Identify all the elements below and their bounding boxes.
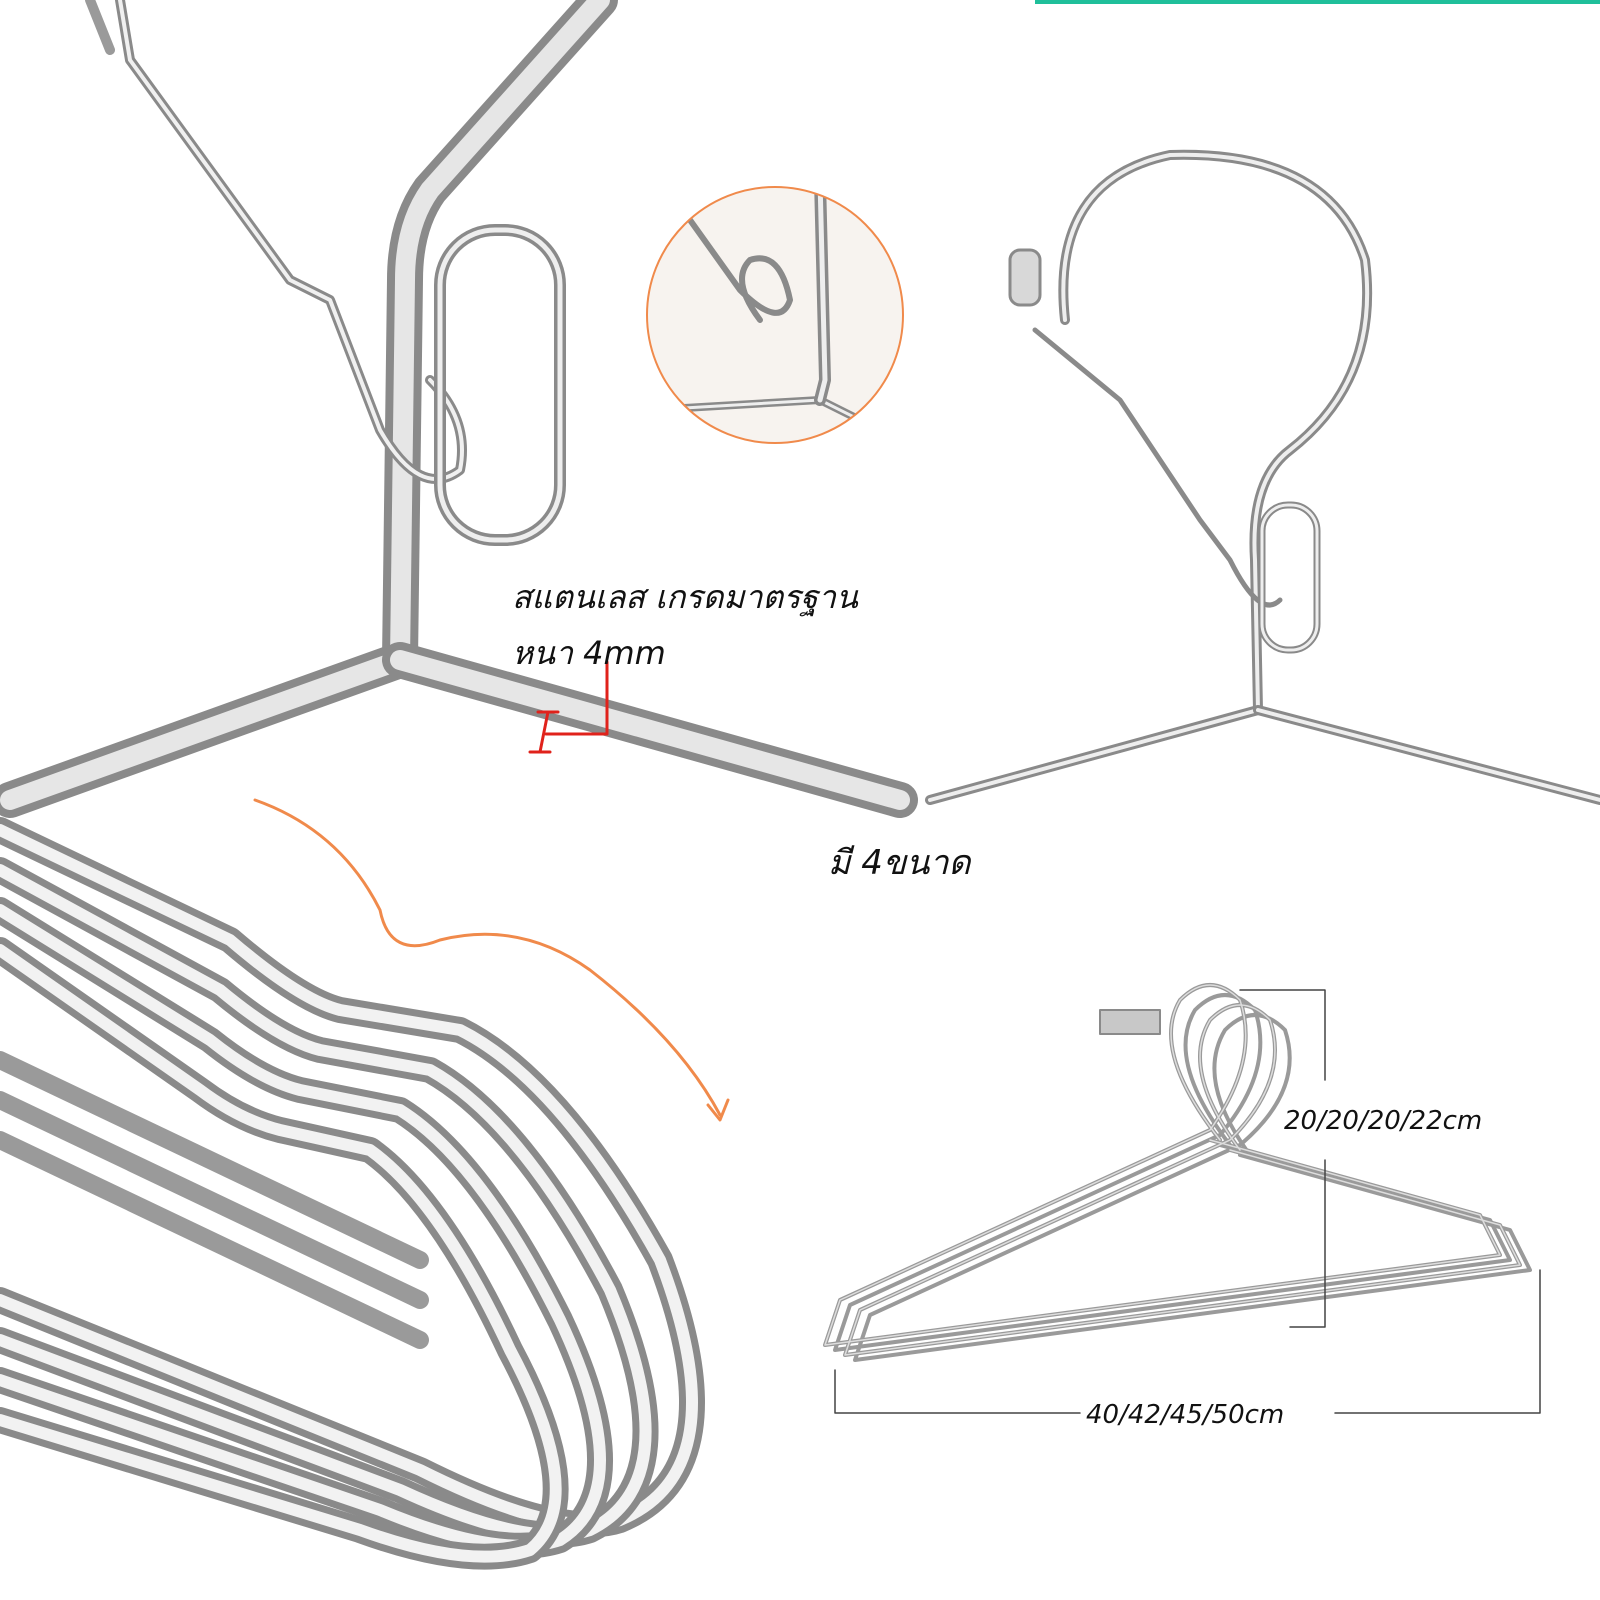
height-dimension-label: 20/20/20/22cm <box>1280 1106 1487 1136</box>
stack-closeup-panel <box>0 798 730 1570</box>
thickness-label: หนา 4mm <box>512 634 666 672</box>
hook-closeup-panel <box>0 0 918 818</box>
material-grade-label: สแตนเลส เกรดมาตรฐาน <box>512 578 858 616</box>
thickness-marker <box>528 660 609 754</box>
single-hanger-panel <box>925 149 1600 805</box>
sizes-heading: มี 4ขนาด <box>828 843 971 883</box>
orange-arrow-icon <box>253 798 722 1117</box>
dimension-lines <box>834 989 1541 1414</box>
dimension-diagram-panel <box>823 983 1541 1414</box>
width-dimension-label: 40/42/45/50cm <box>1082 1400 1289 1430</box>
joint-detail-inset <box>646 186 904 444</box>
teal-accent-bar <box>1035 0 1600 4</box>
